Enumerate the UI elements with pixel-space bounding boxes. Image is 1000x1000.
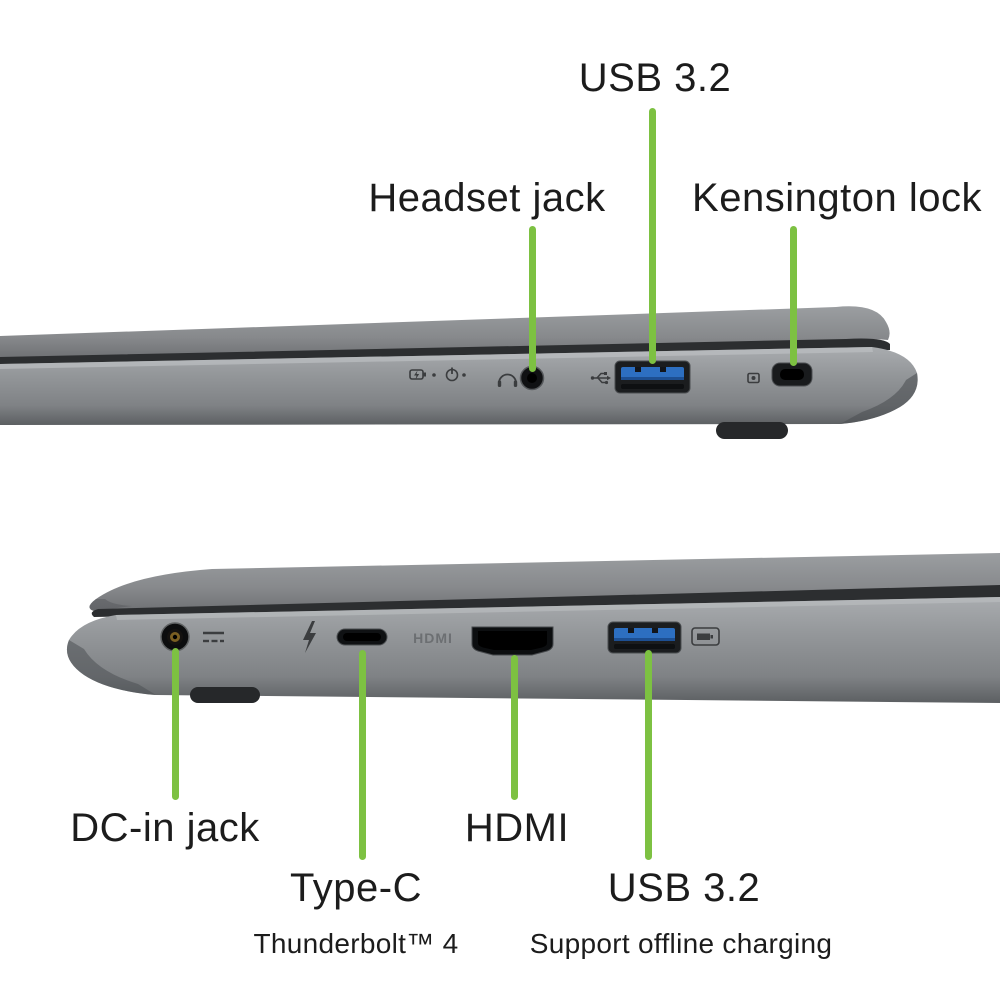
hdmi-engraving: HDMI bbox=[413, 630, 453, 646]
laptop-lid-left bbox=[89, 553, 1000, 611]
rubber-foot bbox=[190, 687, 260, 703]
power-indicator-icon bbox=[445, 367, 466, 382]
type-c-port bbox=[336, 628, 388, 646]
callout-line-usb-top bbox=[649, 108, 656, 364]
usb-charging-icon bbox=[691, 627, 720, 646]
hdmi-port bbox=[471, 626, 554, 656]
kensington-lock-slot bbox=[771, 362, 813, 387]
usb-icon bbox=[590, 372, 611, 385]
callout-label-kensington-lock: Kensington lock bbox=[692, 176, 982, 220]
callout-label-usb-bottom: USB 3.2 bbox=[607, 866, 761, 910]
callout-label-dc-in: DC-in jack bbox=[70, 806, 260, 850]
usb-a-port-left bbox=[607, 621, 682, 654]
callout-line-headset-jack bbox=[529, 226, 536, 372]
callout-sublabel-offline-charging: Support offline charging bbox=[529, 928, 833, 959]
laptop-lid-right bbox=[0, 306, 890, 358]
laptop-right-side-view bbox=[0, 306, 918, 439]
rubber-foot bbox=[716, 422, 788, 439]
lid-base-seam bbox=[91, 585, 1000, 617]
callout-label-hdmi: HDMI bbox=[464, 806, 570, 850]
thunderbolt-icon bbox=[303, 621, 316, 653]
callout-sublabel-thunderbolt: Thunderbolt™ 4 bbox=[253, 928, 459, 959]
laptop-left-side-view: HDMI bbox=[66, 553, 1000, 703]
callout-line-type-c bbox=[359, 650, 366, 860]
callout-line-usb-bottom bbox=[645, 650, 652, 860]
kensington-lock-icon bbox=[747, 372, 760, 384]
battery-indicator-icon bbox=[409, 369, 436, 380]
callout-line-kensington-lock bbox=[790, 226, 797, 366]
usb-a-port-right bbox=[614, 360, 691, 394]
callout-line-dc-in bbox=[172, 648, 179, 800]
dc-in-symbol-icon bbox=[203, 631, 224, 643]
headset-icon bbox=[497, 373, 518, 387]
callout-label-headset-jack: Headset jack bbox=[368, 176, 606, 220]
dc-in-port bbox=[160, 622, 190, 652]
callout-label-usb-top: USB 3.2 bbox=[578, 56, 732, 100]
callout-label-type-c: Type-C bbox=[290, 866, 422, 910]
callout-line-hdmi bbox=[511, 655, 518, 800]
